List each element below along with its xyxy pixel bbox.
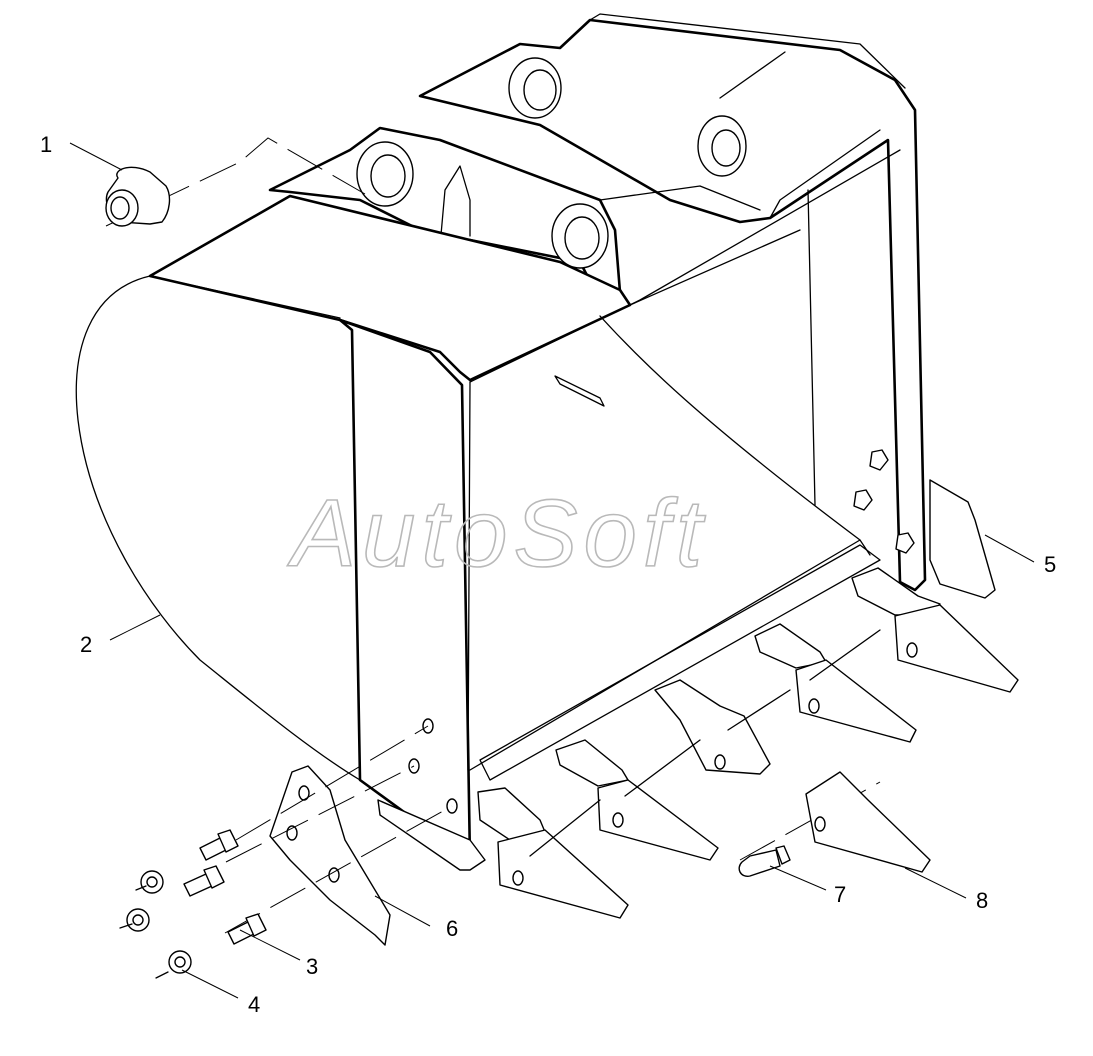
rear-top-beam: [418, 13, 927, 592]
bolt-1: [199, 829, 239, 861]
callout-7: 7: [834, 882, 846, 907]
bolt-3: [227, 913, 267, 945]
callout-2: 2: [80, 632, 92, 657]
nut-1: [140, 870, 164, 894]
tooth-3: [654, 679, 771, 775]
bucket-shell: [75, 149, 915, 862]
bolts-and-nuts: [119, 829, 267, 979]
tooth-2: [555, 739, 719, 861]
nut-3: [168, 950, 192, 974]
bolt-2: [183, 865, 225, 897]
tooth-5: [851, 567, 1019, 693]
tooth-1: [477, 787, 629, 919]
callout-3: 3: [306, 954, 318, 979]
leader-lines: [69, 142, 1035, 999]
bucket-teeth: [477, 567, 1019, 919]
side-cutter-right: [929, 479, 996, 599]
callout-6: 6: [446, 916, 458, 941]
watermark-text: AutoSoft: [287, 480, 708, 587]
callout-1: 1: [40, 132, 52, 157]
callout-8: 8: [976, 888, 988, 913]
cutting-edge: [377, 544, 881, 871]
nut-2: [126, 908, 150, 932]
tooth-4: [754, 623, 917, 743]
callout-5: 5: [1044, 552, 1056, 577]
spare-tooth: [805, 771, 931, 873]
callout-labels: 1 2 3 4 5 6 7 8: [40, 132, 1056, 1017]
callout-4: 4: [248, 992, 260, 1017]
side-shroud: [269, 765, 391, 946]
bushing-part: [105, 166, 171, 227]
retainer-pin: [738, 845, 791, 877]
